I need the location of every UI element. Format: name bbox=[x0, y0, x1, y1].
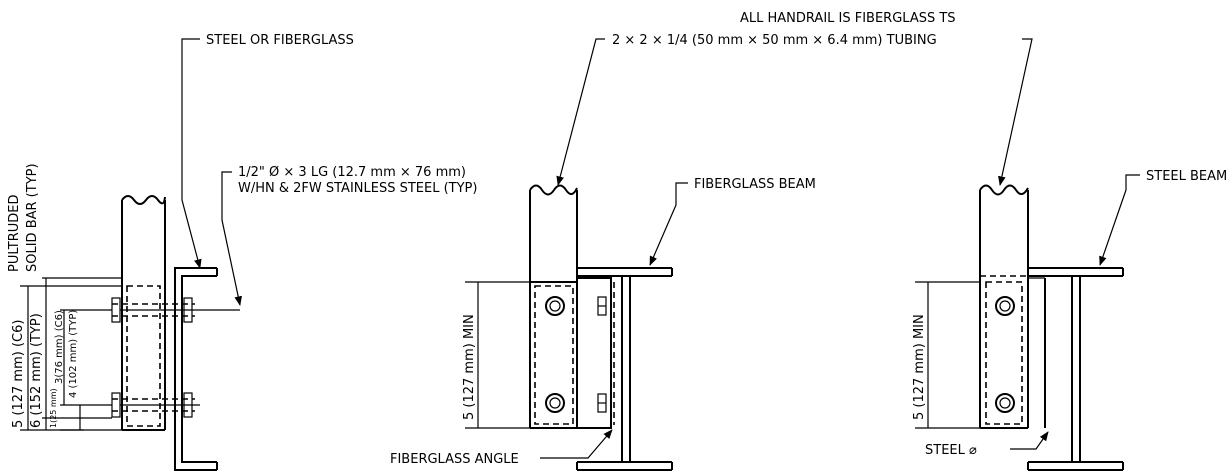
bolts-right bbox=[995, 296, 1015, 413]
steel-plate bbox=[1027, 277, 1046, 428]
label-steel-plate: STEEL ⌀ bbox=[925, 443, 977, 458]
dim-102-typ: 4 (102 mm) (TYP) bbox=[68, 310, 79, 398]
label-steel-or-fiberglass: STEEL OR FIBERGLASS bbox=[206, 33, 354, 48]
dim-25: 1(25 mm) bbox=[49, 388, 58, 428]
leader-steel-beam bbox=[1099, 174, 1140, 266]
channel-left bbox=[174, 267, 218, 471]
detail-middle bbox=[465, 38, 688, 471]
detail-right bbox=[915, 38, 1140, 471]
label-bolt-line1: 1/2" Ø × 3 LG (12.7 mm × 76 mm) bbox=[238, 165, 466, 180]
dim-76-c6: 3(76 mm) (C6) bbox=[54, 310, 65, 384]
leader-bolt bbox=[221, 171, 242, 306]
label-handrail-line1: ALL HANDRAIL IS FIBERGLASS TS bbox=[740, 11, 956, 26]
dim-pultruded-line1: PULTRUDED bbox=[7, 194, 22, 272]
fiberglass-angle bbox=[534, 277, 615, 429]
dim-152-typ: 6 (152 mm) (TYP) bbox=[29, 313, 44, 428]
leader-steel-or-fiberglass bbox=[181, 38, 202, 269]
leader-fiberglass-angle bbox=[540, 429, 613, 459]
dim-pultruded-line2: SOLID BAR (TYP) bbox=[25, 163, 40, 272]
detail-left bbox=[20, 38, 242, 471]
i-beam-right bbox=[1027, 267, 1124, 471]
dim-127-min-middle: 5 (127 mm) MIN bbox=[462, 314, 477, 420]
dim-127-c6: 5 (127 mm) (C6) bbox=[11, 320, 26, 428]
leader-fiberglass-beam bbox=[649, 182, 688, 266]
dimension-lines-left bbox=[20, 277, 122, 431]
leader-steel-plate bbox=[1010, 431, 1049, 450]
label-fiberglass-angle: FIBERGLASS ANGLE bbox=[390, 452, 519, 467]
label-fiberglass-beam: FIBERGLASS BEAM bbox=[694, 177, 816, 192]
dimension-right bbox=[915, 281, 980, 429]
dim-127-min-right: 5 (127 mm) MIN bbox=[912, 314, 927, 420]
label-bolt-line2: W/HN & 2FW STAINLESS STEEL (TYP) bbox=[238, 181, 477, 196]
label-handrail-line2: 2 × 2 × 1/4 (50 mm × 50 mm × 6.4 mm) TUB… bbox=[612, 33, 937, 48]
post-middle bbox=[529, 184, 578, 429]
post-right bbox=[979, 184, 1029, 429]
dimension-middle bbox=[465, 281, 530, 429]
leader-handrail-right bbox=[998, 38, 1033, 186]
bolt-lower-left bbox=[111, 392, 200, 418]
bolts-middle bbox=[545, 296, 607, 413]
label-steel-beam: STEEL BEAM bbox=[1146, 169, 1227, 184]
post-left bbox=[121, 195, 166, 431]
i-beam-middle bbox=[576, 267, 673, 471]
leader-handrail-left bbox=[556, 38, 605, 186]
